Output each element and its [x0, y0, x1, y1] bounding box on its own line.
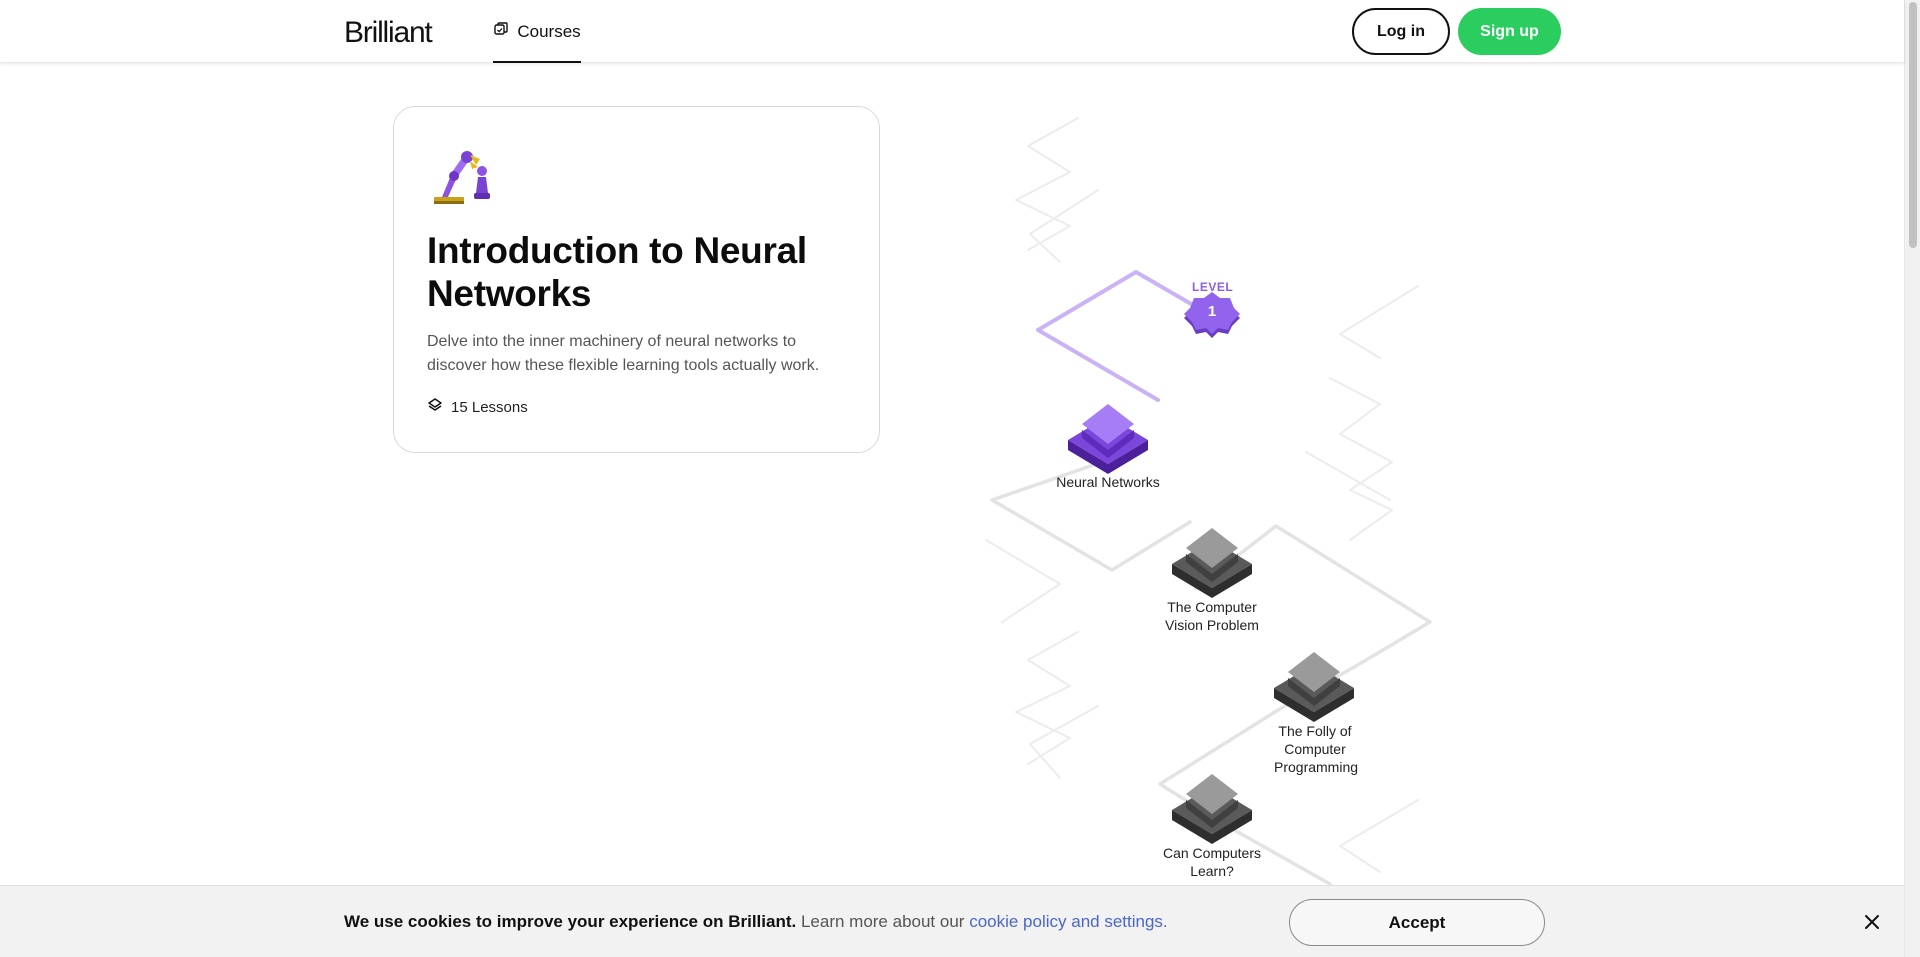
cookie-message-text: Learn more about our	[800, 912, 965, 931]
lesson-node-can-computers-learn	[1172, 774, 1252, 844]
level-label: LEVEL	[1192, 280, 1234, 294]
course-card: Introduction to Neural Networks Delve in…	[393, 106, 880, 453]
accept-cookies-button[interactable]: Accept	[1289, 899, 1545, 946]
close-icon[interactable]	[1862, 912, 1882, 932]
learning-path-map	[985, 117, 1432, 886]
level-number: 1	[1207, 303, 1217, 320]
tab-courses-label: Courses	[517, 21, 581, 41]
cookie-message: We use cookies to improve your experienc…	[344, 912, 1168, 932]
cookie-banner: We use cookies to improve your experienc…	[0, 885, 1904, 957]
course-description: Delve into the inner machinery of neural…	[427, 333, 820, 374]
courses-icon	[493, 21, 509, 42]
page-scrollbar[interactable]	[1904, 0, 1920, 957]
scrollbar-thumb[interactable]	[1909, 2, 1917, 248]
brilliant-logo[interactable]: Brilliant	[344, 16, 433, 49]
node-label-can-computers-learn[interactable]: Can Computers Learn?	[1162, 845, 1262, 879]
level-badge	[1184, 292, 1240, 338]
lesson-count: 15 Lessons	[427, 397, 528, 417]
course-title: Introduction to Neural Networks	[427, 230, 807, 314]
signup-button[interactable]: Sign up	[1458, 8, 1561, 55]
login-button[interactable]: Log in	[1352, 8, 1450, 55]
lesson-node-neural-networks	[1068, 404, 1148, 474]
lesson-count-label: 15 Lessons	[451, 398, 528, 416]
cookie-message-bold: We use cookies to improve your experienc…	[344, 912, 797, 931]
cookie-policy-link[interactable]: cookie policy and settings.	[969, 912, 1168, 931]
active-path-route	[1036, 270, 1214, 402]
lesson-node-computer-vision	[1172, 528, 1252, 598]
layers-icon	[427, 397, 443, 417]
background-pattern	[985, 117, 1419, 873]
top-nav-bar: Brilliant Courses Log in Sign up	[0, 0, 1904, 63]
node-label-computer-vision[interactable]: The Computer Vision Problem	[1165, 599, 1259, 633]
node-label-folly[interactable]: The Folly of Computer Programming	[1274, 723, 1359, 775]
robot-arm-chess-icon	[430, 143, 496, 214]
node-label-neural-networks[interactable]: Neural Networks	[1056, 474, 1160, 490]
lesson-node-folly	[1274, 652, 1354, 722]
tab-courses[interactable]: Courses	[493, 0, 581, 63]
